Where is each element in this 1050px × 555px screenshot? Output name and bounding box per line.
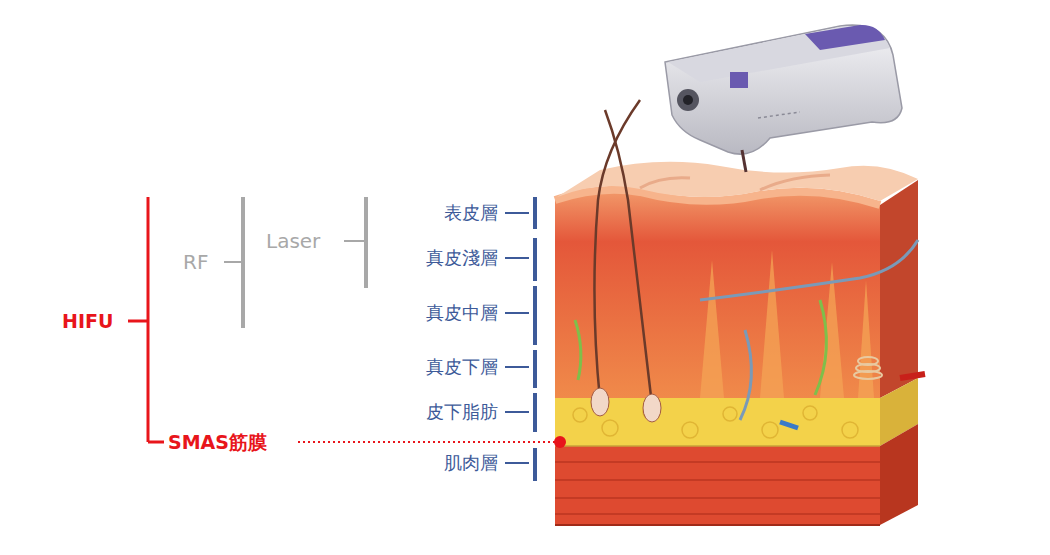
layer-bars xyxy=(533,197,537,481)
hifu-bracket xyxy=(128,197,164,442)
layer-label: 真皮下層 xyxy=(426,356,498,378)
smas-marker xyxy=(554,436,566,448)
laser-bracket xyxy=(344,197,366,288)
layer-label: 表皮層 xyxy=(444,202,498,224)
layer-label: 肌肉層 xyxy=(444,452,498,474)
treatment-label: HIFU xyxy=(62,310,113,333)
layer-label: 真皮中層 xyxy=(426,302,498,324)
treatment-label: Laser xyxy=(266,229,320,253)
rf-bracket xyxy=(224,197,243,328)
hifu-device xyxy=(665,25,902,172)
layer-ticks xyxy=(505,213,529,463)
skin-block xyxy=(555,100,925,525)
smas-leader xyxy=(298,441,556,443)
treatment-label: RF xyxy=(183,250,208,274)
layer-label: SMAS筋膜 xyxy=(168,431,267,454)
layer-label: 皮下脂肪 xyxy=(426,401,498,423)
layer-label: 真皮淺層 xyxy=(426,247,498,269)
